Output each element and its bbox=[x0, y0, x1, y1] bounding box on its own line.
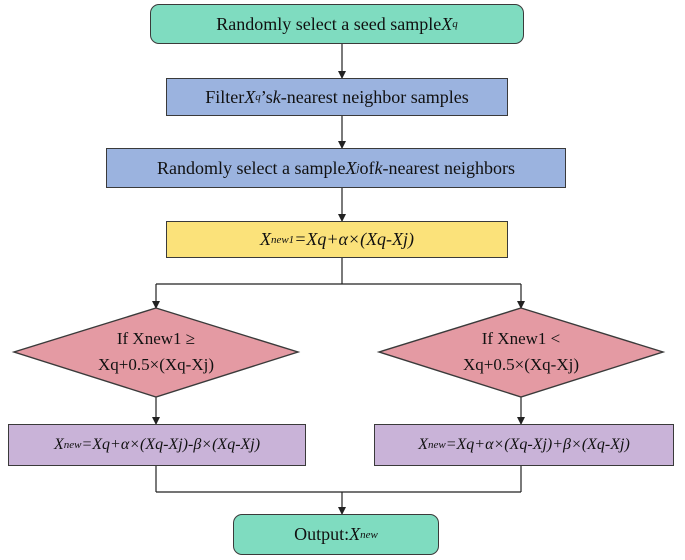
select-mid: of bbox=[359, 157, 375, 178]
decision-right-shape bbox=[376, 307, 666, 398]
seed-var: X bbox=[441, 13, 453, 34]
filter-k: k bbox=[272, 86, 281, 107]
select-post: -nearest neighbors bbox=[382, 157, 515, 178]
decision-left-line1: If Xnew1 ≥ bbox=[116, 329, 196, 348]
xnew-right-formula: =Xq+α×(Xq-Xj)+β×(Xq-Xj) bbox=[445, 436, 630, 453]
filter-post: -nearest neighbor samples bbox=[280, 86, 469, 107]
select-var-sub: j bbox=[356, 162, 360, 174]
select-var: X bbox=[345, 157, 357, 178]
seed-text: Randomly select a seed sample bbox=[216, 13, 442, 34]
xnew-left-formula: =Xq+α×(Xq-Xj)-β×(Xq-Xj) bbox=[81, 436, 261, 453]
select-pre: Randomly select a sample bbox=[157, 157, 346, 178]
xnew-right-lhs-sub: new bbox=[427, 439, 446, 451]
decision-left-text: If Xnew1 ≥ Xq+0.5×(Xq-Xj) bbox=[46, 326, 266, 378]
decision-right-line1: If Xnew1 < bbox=[481, 329, 561, 348]
decision-right-text: If Xnew1 < Xq+0.5×(Xq-Xj) bbox=[411, 326, 631, 378]
decision-right-line2: Xq+0.5×(Xq-Xj) bbox=[463, 355, 579, 374]
seed-var-sub: q bbox=[452, 18, 458, 30]
output-label: Output: bbox=[294, 524, 350, 544]
filter-mid: ’s bbox=[260, 86, 273, 107]
select-k: k bbox=[374, 157, 383, 178]
decision-left-line2: Xq+0.5×(Xq-Xj) bbox=[98, 355, 214, 374]
xnew1-lhs-sub: new1 bbox=[270, 233, 295, 246]
filter-var: X bbox=[244, 86, 256, 107]
decision-left-shape bbox=[11, 307, 301, 398]
filter-pre: Filter bbox=[205, 86, 245, 107]
xnew-left-lhs-sub: new bbox=[63, 439, 82, 451]
output-var-sub: new bbox=[360, 528, 378, 541]
xnew1-formula: =Xq+α×(Xq-Xj) bbox=[294, 229, 415, 249]
filter-var-sub: q bbox=[255, 91, 261, 103]
output-var: X bbox=[349, 524, 361, 544]
